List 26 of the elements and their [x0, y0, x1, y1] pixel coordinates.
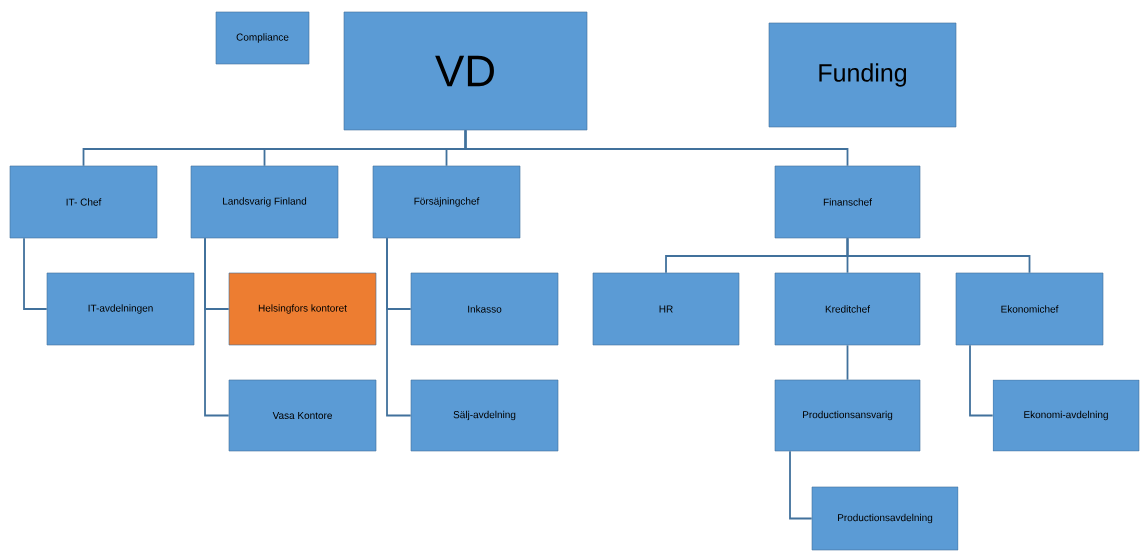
org-box: Landsvarig Finland [190, 165, 339, 239]
org-box: Funding [768, 22, 957, 128]
connector-line [846, 237, 1031, 274]
org-box: Sälj-avdelning [410, 379, 559, 452]
connector-line [23, 237, 48, 310]
org-box: Inkasso [410, 272, 559, 346]
org-box: HR [592, 272, 740, 346]
connector-line [464, 129, 849, 167]
org-box: Ekonomi-avdelning [992, 379, 1140, 452]
org-box: Kreditchef [774, 272, 921, 346]
org-box: Finanschef [774, 165, 921, 239]
connector-line [969, 344, 994, 417]
org-box: Vasa Kontore [228, 379, 377, 452]
org-box: Productionsavdelning [811, 486, 959, 551]
connector-line [789, 450, 813, 520]
connector-line [846, 344, 849, 381]
org-box: Försäjningchef [372, 165, 521, 239]
highlighted-box: Helsingfors kontoret [228, 272, 377, 346]
org-box: Compliance [215, 11, 310, 65]
org-box: IT-avdelningen [46, 272, 195, 346]
connector-line [386, 237, 412, 417]
org-box: VD [343, 11, 588, 131]
org-box: Ekonomichef [955, 272, 1104, 346]
connector-line [204, 237, 230, 417]
org-box: Productionsansvarig [774, 379, 921, 452]
org-box: IT- Chef [9, 165, 158, 239]
